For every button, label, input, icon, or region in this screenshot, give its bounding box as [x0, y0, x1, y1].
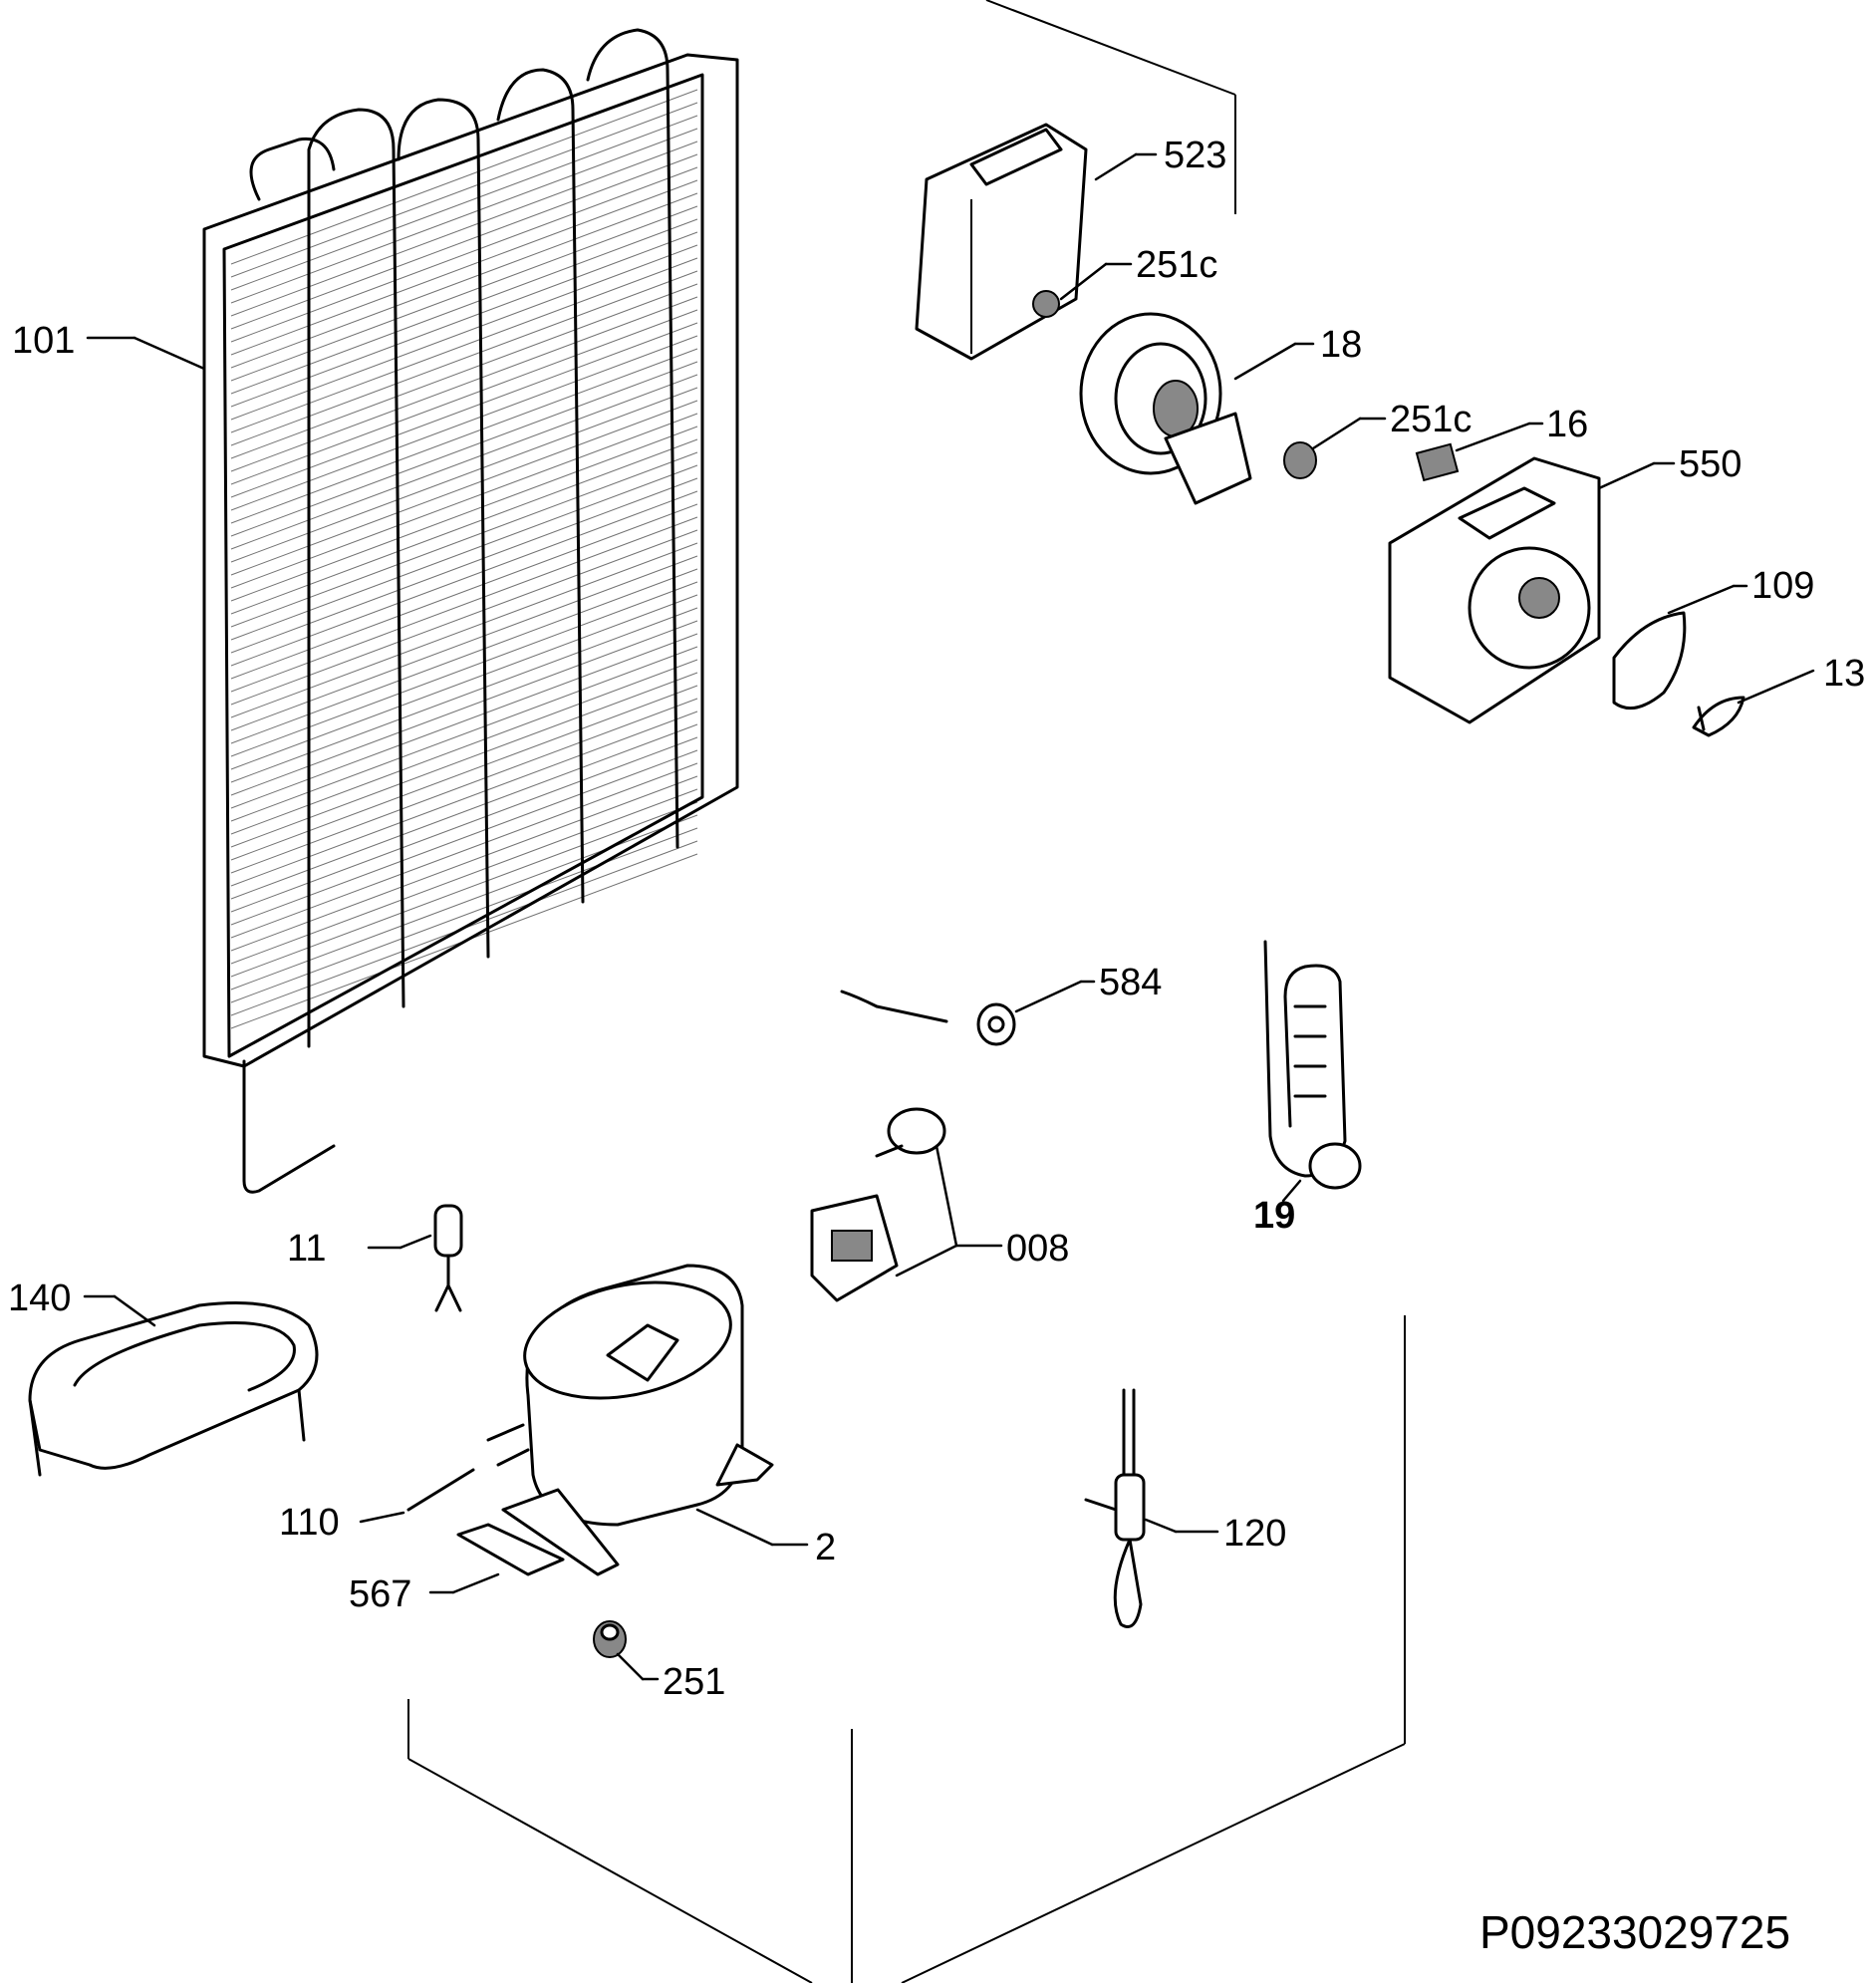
grommet-lower: [1283, 441, 1317, 479]
sensor-cable: [840, 990, 1016, 1046]
lamp-housing: [1388, 456, 1601, 724]
label-550: 550: [1597, 443, 1742, 490]
part-label-120: 120: [1223, 1513, 1286, 1555]
switch: [1415, 442, 1460, 482]
fan-motor: [1079, 312, 1252, 505]
part-label-251: 251: [663, 1661, 725, 1703]
part-label-251c-upper: 251c: [1136, 244, 1217, 286]
part-label-567: 567: [349, 1573, 411, 1615]
label-251: 251: [616, 1652, 725, 1703]
part-label-140: 140: [8, 1278, 71, 1319]
label-18: 18: [1233, 324, 1362, 381]
part-label-523: 523: [1164, 135, 1226, 176]
label-16: 16: [1455, 404, 1588, 452]
label-101: 101: [12, 320, 206, 371]
label-110: 110: [279, 1502, 405, 1544]
part-label-251c-lower: 251c: [1390, 399, 1472, 440]
label-567: 567: [349, 1572, 500, 1615]
condenser: [202, 28, 739, 1194]
label-584: 584: [1014, 962, 1162, 1013]
label-2: 2: [695, 1508, 836, 1568]
part-label-584: 584: [1099, 962, 1162, 1003]
label-140: 140: [8, 1278, 156, 1327]
drawing-code: P09233029725: [1479, 1906, 1790, 1958]
heater-cable: [1263, 940, 1362, 1190]
filter-drier: [433, 1204, 463, 1312]
pipe: [406, 1423, 530, 1512]
cabinet-outline: [407, 0, 1406, 1984]
part-label-550: 550: [1679, 443, 1742, 485]
part-label-109: 109: [1751, 565, 1814, 607]
label-008: 008: [895, 1144, 1069, 1278]
label-13: 13: [1737, 653, 1865, 705]
compressor: [501, 1264, 774, 1576]
drip-tray: [28, 1301, 319, 1477]
part-label-2: 2: [815, 1527, 836, 1568]
lamp-cover: [1612, 611, 1687, 710]
label-11: 11: [287, 1228, 432, 1270]
part-label-13: 13: [1823, 653, 1865, 695]
part-label-16: 16: [1546, 404, 1588, 445]
rubber-foot: [593, 1620, 627, 1658]
label-251c-lower: 251c: [1311, 399, 1472, 450]
fan-housing: [915, 123, 1088, 361]
label-120: 120: [1144, 1513, 1286, 1555]
label-251c-upper: 251c: [1059, 244, 1217, 301]
part-label-101: 101: [12, 320, 75, 362]
part-label-110: 110: [279, 1502, 340, 1544]
relay-overload: [810, 1107, 946, 1302]
thermistor: [1084, 1388, 1146, 1628]
label-19: 19: [1253, 1179, 1302, 1237]
part-label-18: 18: [1320, 324, 1362, 366]
lamp-holder: [1692, 696, 1745, 737]
part-label-008: 008: [1006, 1228, 1069, 1270]
label-523: 523: [1094, 135, 1226, 181]
label-109: 109: [1667, 565, 1814, 615]
part-label-11: 11: [287, 1228, 326, 1270]
part-label-19: 19: [1253, 1195, 1295, 1237]
mounting-plate: [456, 1523, 565, 1576]
